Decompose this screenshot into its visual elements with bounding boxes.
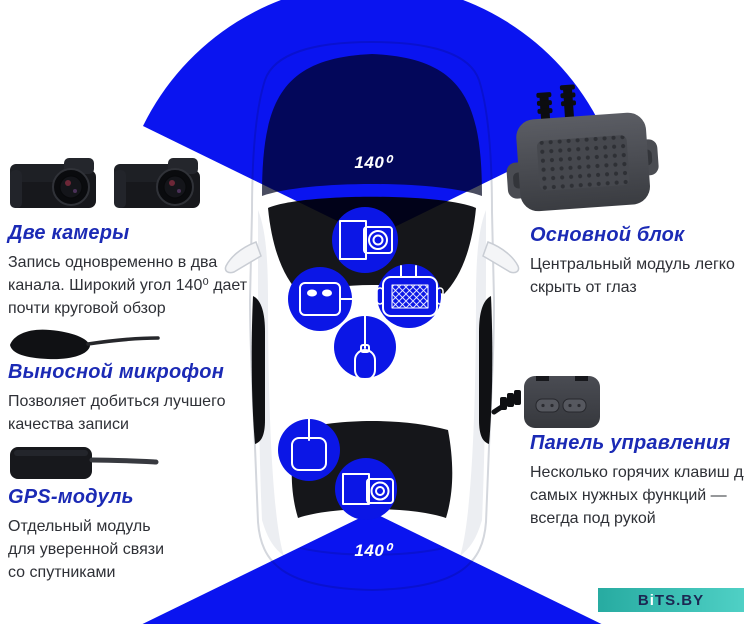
callout-gps-line: со спутниками	[8, 564, 116, 581]
control-panel-marker	[288, 267, 359, 331]
car-side-window-right	[479, 296, 493, 444]
car-mirror-right	[482, 241, 520, 274]
callout-microphone-line: качества записи	[8, 416, 129, 433]
microphone-marker	[334, 315, 396, 381]
front-camera-marker	[332, 207, 398, 273]
rear-camera-icon	[342, 473, 394, 505]
callout-cameras-line: почти круговой обзор	[8, 300, 166, 317]
control-panel-icon	[299, 282, 359, 316]
callout-gps-line: Отдельный модуль	[8, 518, 151, 535]
watermark-text-rest: TS.BY	[654, 591, 705, 609]
watermark-text-i: i	[649, 591, 655, 609]
cameras-photo	[10, 158, 200, 208]
main-unit-photo	[506, 84, 659, 212]
callout-microphone: Выносной микрофон Позволяет добиться луч…	[8, 361, 238, 436]
callout-control-panel-line: всегда под рукой	[530, 510, 656, 527]
callout-cameras-line: канала. Широкий угол 140⁰ дает	[8, 277, 248, 294]
rear-camera-marker	[335, 458, 397, 520]
rear-fov-angle-label: 140⁰	[354, 541, 392, 560]
watermark-text-b: B	[637, 591, 650, 609]
callout-cameras: Две камеры Запись одновременно в два кан…	[8, 222, 248, 320]
microphone-icon	[354, 315, 376, 381]
callout-control-panel: Панель управления Несколько горячих клав…	[530, 432, 744, 530]
car-mirror-left	[224, 241, 262, 274]
fov-cones	[142, 0, 602, 624]
camera-photo-2	[114, 158, 200, 208]
gps-marker	[278, 418, 340, 481]
callout-gps-title: GPS-модуль	[8, 486, 134, 508]
callout-microphone-title: Выносной микрофон	[8, 361, 224, 383]
callout-control-panel-title: Панель управления	[530, 432, 731, 454]
component-markers	[278, 207, 444, 520]
callout-control-panel-line: самых нужных функций —	[530, 487, 727, 504]
car-side-window-left	[251, 296, 265, 444]
callout-main-unit-line: скрыть от глаз	[530, 279, 637, 296]
front-fov-angle-label: 140⁰	[354, 153, 392, 172]
callout-cameras-line: Запись одновременно в два	[8, 254, 218, 271]
car-body-shade-left	[258, 210, 284, 556]
car-body-shade-right	[460, 210, 486, 556]
callout-main-unit-title: Основной блок	[530, 224, 685, 246]
callout-cameras-title: Две камеры	[8, 222, 130, 244]
callout-control-panel-line: Несколько горячих клавиш для	[530, 464, 744, 481]
rear-fov-cone	[142, 512, 602, 624]
front-fov-cone	[143, 0, 601, 238]
gps-module-photo	[10, 447, 159, 479]
callout-gps: GPS-модуль Отдельный модуль для уверенно…	[8, 486, 208, 584]
main-unit-marker	[376, 264, 444, 328]
main-unit-icon	[376, 265, 444, 317]
camera-photo-1	[10, 158, 96, 208]
callout-main-unit: Основной блок Центральный модуль легко с…	[530, 224, 744, 299]
control-panel-photo	[491, 376, 600, 428]
main-unit-antennas	[536, 84, 577, 121]
callout-gps-line: для уверенной связи	[8, 541, 165, 558]
front-camera-icon	[339, 220, 393, 260]
callout-main-unit-line: Центральный модуль легко	[530, 256, 735, 273]
callout-microphone-line: Позволяет добиться лучшего	[8, 393, 226, 410]
microphone-photo	[10, 329, 160, 360]
gps-icon	[291, 418, 327, 471]
